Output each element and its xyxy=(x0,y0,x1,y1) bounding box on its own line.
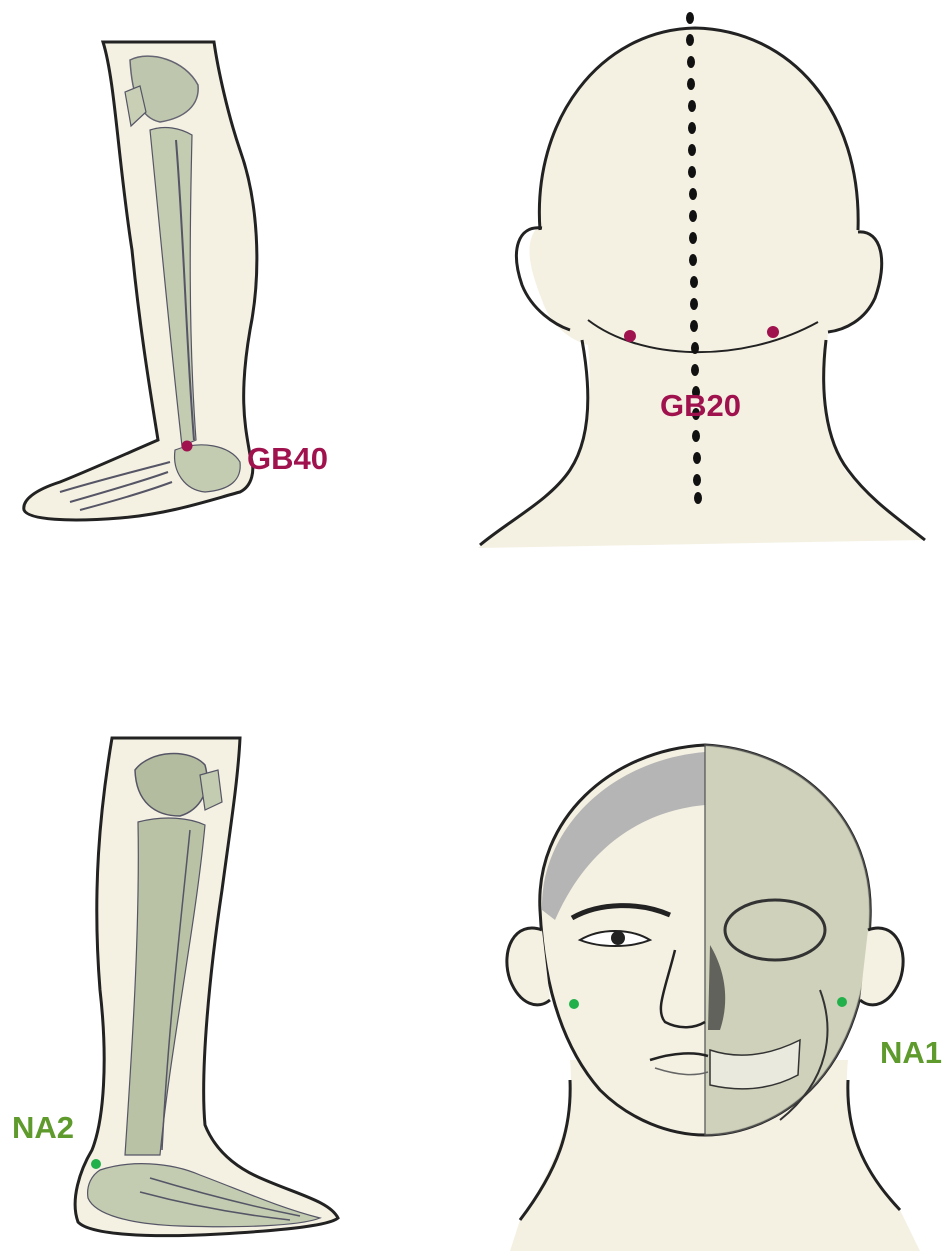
left-pupil xyxy=(611,931,625,945)
head-back-illustration xyxy=(470,0,943,560)
head-skin xyxy=(478,28,925,548)
na1-label: NA1 xyxy=(880,1037,942,1068)
leg-medial-illustration xyxy=(0,730,420,1251)
leg-medial-skin-outline xyxy=(75,738,338,1236)
leg-lateral-illustration xyxy=(0,0,420,560)
na2-point-marker xyxy=(91,1159,101,1169)
face-skull-figure xyxy=(480,730,943,1251)
na2-label: NA2 xyxy=(12,1112,74,1143)
na1-point-left-marker xyxy=(569,999,579,1009)
leg-medial-figure xyxy=(0,730,420,1251)
gb20-label: GB20 xyxy=(660,390,741,421)
gb40-point-marker xyxy=(182,441,193,452)
gb20-point-right-marker xyxy=(767,326,779,338)
gb40-label: GB40 xyxy=(247,443,328,474)
na1-point-right-marker xyxy=(837,997,847,1007)
face-half-skull-illustration xyxy=(480,730,943,1251)
leg-lateral-figure xyxy=(0,0,420,560)
gb20-point-left-marker xyxy=(624,330,636,342)
head-posterior-figure xyxy=(470,0,943,560)
